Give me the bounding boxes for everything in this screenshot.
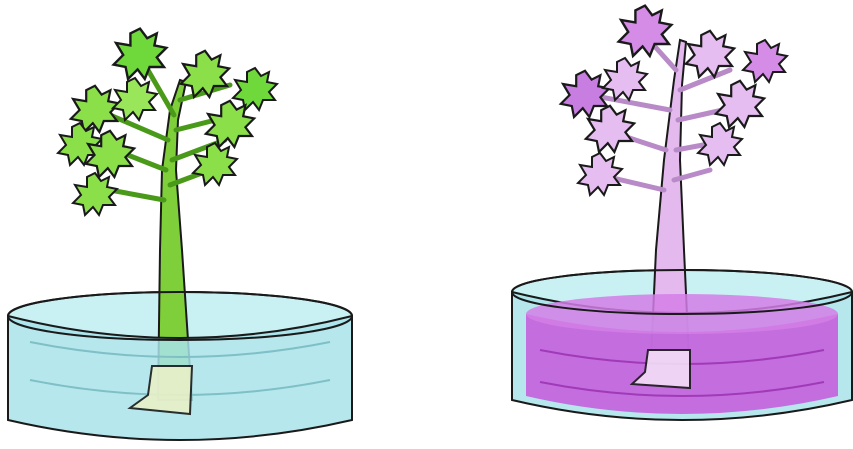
celery-experiment-illustration <box>0 0 853 449</box>
